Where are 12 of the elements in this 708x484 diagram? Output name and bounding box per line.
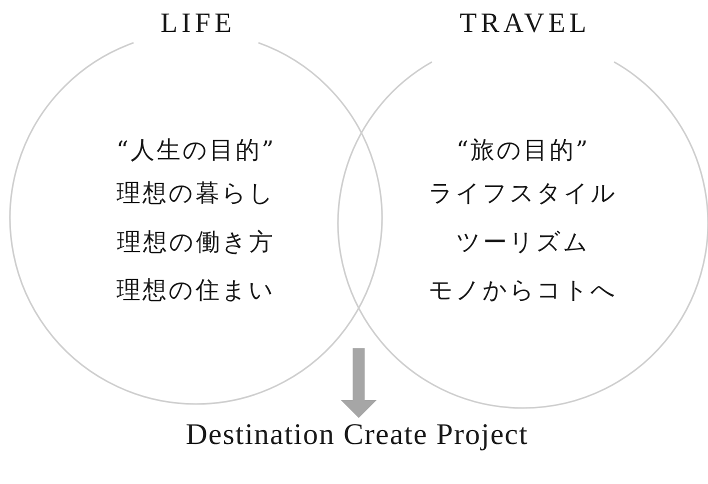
item-text: モノからコトへ (428, 275, 618, 305)
item-text: 理想の働き方 (117, 227, 275, 257)
quoted-heading: “人生の目的” (116, 135, 276, 165)
circle-title: LIFE (159, 8, 236, 40)
item-text: ライフスタイル (428, 178, 618, 208)
quoted-heading: “旅の目的” (456, 135, 590, 165)
item-text: 理想の暮らし (116, 178, 276, 208)
circle-title: TRAVEL (458, 8, 590, 40)
arrow (340, 348, 377, 418)
item-text: ツーリズム (456, 227, 590, 257)
project-title: Destination Create Project (186, 418, 528, 452)
item-text: 理想の住まい (116, 275, 276, 305)
